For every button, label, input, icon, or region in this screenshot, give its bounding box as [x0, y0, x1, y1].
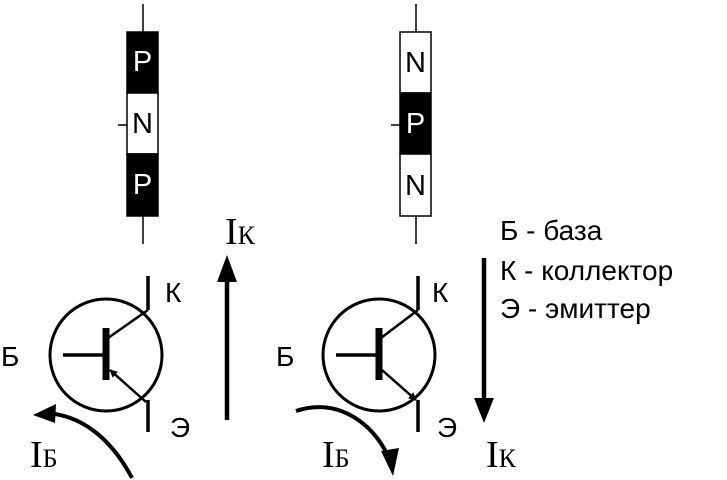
npn-layer-bottom-label: N — [405, 170, 426, 202]
npn-collector-label: К — [432, 277, 449, 308]
npn-emitter-label: Э — [437, 412, 457, 443]
npn-collector-current: IК — [474, 258, 517, 476]
npn-collector-current-label: IК — [486, 434, 517, 476]
npn-emitter-arrow — [381, 369, 417, 401]
pnp-layer-bottom-label: P — [133, 169, 152, 201]
legend: Б - база К - коллектор Э - эмиттер — [500, 215, 673, 324]
legend-item-collector: К - коллектор — [500, 255, 673, 286]
pnp-symbol-circle — [48, 297, 164, 413]
npn-base-current: IБ — [295, 405, 399, 476]
pnp-collector-label: К — [165, 277, 182, 308]
npn-layer-top-label: N — [405, 47, 426, 79]
pnp-structure: P N P — [118, 4, 159, 244]
pnp-layer-bottom — [126, 153, 159, 217]
pnp-base-label: Б — [1, 341, 19, 372]
npn-symbol-circle — [321, 297, 437, 413]
npn-symbol: Б К Э — [276, 276, 457, 443]
pnp-layer-middle-label: N — [132, 108, 153, 140]
legend-item-emitter: Э - эмиттер — [500, 293, 651, 324]
npn-collector-current-subscript: К — [499, 444, 517, 473]
npn-collector-current-symbol: I — [486, 434, 499, 476]
pnp-base-current-curve — [43, 411, 134, 479]
npn-base-current-symbol: I — [322, 434, 335, 476]
pnp-emitter-label: Э — [170, 412, 190, 443]
pnp-layer-top — [126, 31, 159, 94]
pnp-collector-current: IК — [217, 211, 256, 420]
npn-base-label: Б — [276, 341, 294, 372]
pnp-base-current-label: IБ — [30, 434, 58, 476]
npn-base-current-arrowhead — [381, 448, 399, 476]
pnp-layer-top-label: P — [133, 46, 152, 78]
pnp-symbol: Б К Э — [1, 276, 190, 443]
pnp-layer-middle — [126, 92, 159, 155]
pnp-base-current-arrowhead — [33, 404, 56, 423]
npn-collector-lead — [380, 309, 419, 339]
pnp-emitter-arrow — [109, 369, 147, 403]
npn-collector-current-arrowhead — [474, 398, 494, 423]
pnp-collector-current-subscript: К — [238, 221, 256, 250]
pnp-base-current: IБ — [30, 404, 134, 479]
npn-base-current-subscript: Б — [335, 444, 350, 473]
npn-base-current-curve — [295, 405, 392, 461]
pnp-base-current-subscript: Б — [43, 444, 58, 473]
pnp-collector-current-arrowhead — [217, 255, 237, 282]
pnp-collector-current-label: IК — [225, 211, 256, 253]
npn-layer-middle-label: P — [406, 108, 425, 140]
npn-base-current-label: IБ — [322, 434, 350, 476]
npn-layer-bottom — [399, 153, 432, 217]
npn-layer-middle — [399, 92, 432, 155]
pnp-base-current-symbol: I — [30, 434, 43, 476]
pnp-collector-current-symbol: I — [225, 211, 238, 253]
legend-item-base: Б - база — [500, 215, 603, 246]
npn-structure: N P N — [391, 4, 432, 244]
pnp-collector-lead — [107, 308, 149, 340]
